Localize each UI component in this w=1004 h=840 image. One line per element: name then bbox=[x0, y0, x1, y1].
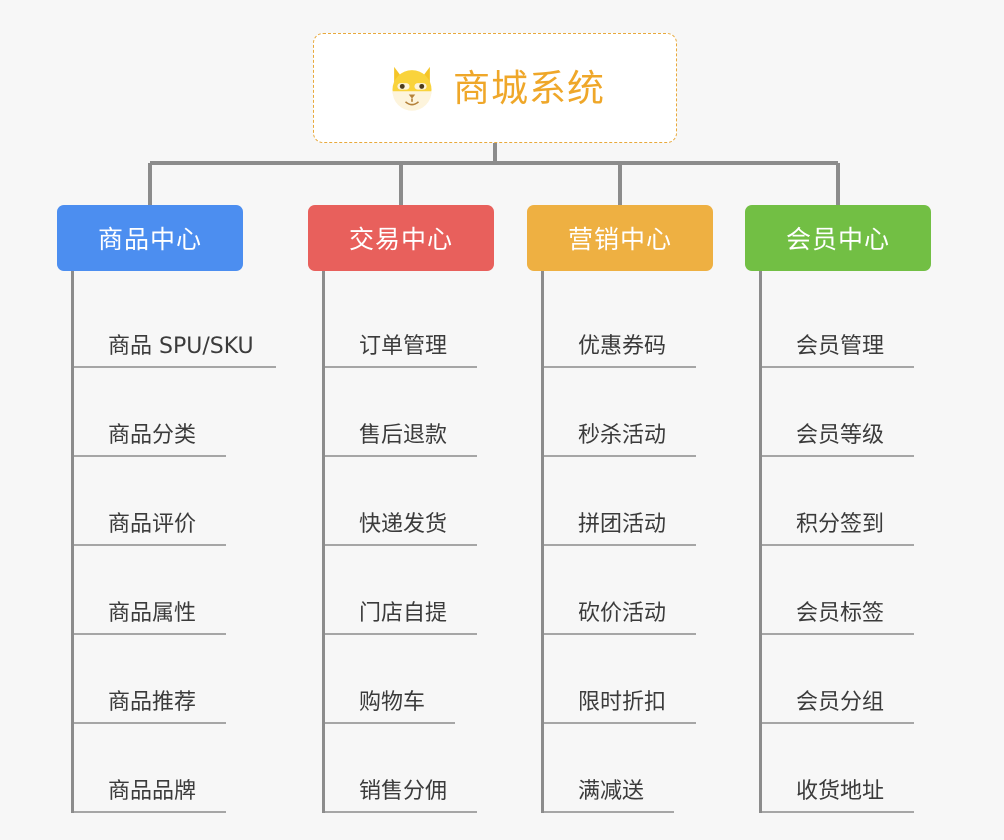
leaf-node[interactable]: 订单管理 bbox=[325, 279, 477, 368]
shiba-dog-face-icon bbox=[392, 66, 432, 111]
leaf-node[interactable]: 积分签到 bbox=[762, 457, 914, 546]
leaf-node-label: 会员标签 bbox=[796, 601, 885, 626]
leaf-node-label: 满减送 bbox=[578, 779, 645, 804]
leaf-node-label: 拼团活动 bbox=[578, 512, 667, 537]
leaf-node-label: 秒杀活动 bbox=[578, 423, 667, 448]
column-body-marketing-center: 优惠券码秒杀活动拼团活动砍价活动限时折扣满减送 bbox=[541, 271, 713, 813]
leaf-node[interactable]: 满减送 bbox=[544, 724, 674, 813]
leaf-node-label: 商品属性 bbox=[108, 601, 197, 626]
leaf-node-label: 订单管理 bbox=[359, 334, 448, 359]
leaf-node-label: 限时折扣 bbox=[578, 690, 667, 715]
leaf-node[interactable]: 会员分组 bbox=[762, 635, 914, 724]
leaf-node[interactable]: 销售分佣 bbox=[325, 724, 477, 813]
leaf-node-label: 收货地址 bbox=[796, 779, 885, 804]
leaf-node[interactable]: 商品品牌 bbox=[74, 724, 226, 813]
page-title: 商城系统 bbox=[453, 66, 605, 110]
column-header-product-center[interactable]: 商品中心 bbox=[57, 205, 243, 271]
leaf-node-label: 积分签到 bbox=[796, 512, 885, 537]
leaf-node-label: 商品品牌 bbox=[108, 779, 197, 804]
leaf-node[interactable]: 会员标签 bbox=[762, 546, 914, 635]
root-node[interactable]: 商城系统 bbox=[313, 33, 677, 143]
leaf-node-label: 销售分佣 bbox=[359, 779, 448, 804]
leaf-node-label: 商品评价 bbox=[108, 512, 197, 537]
leaf-node-label: 商品 SPU/SKU bbox=[108, 334, 254, 359]
leaf-node-label: 商品分类 bbox=[108, 423, 197, 448]
leaf-node-label: 会员等级 bbox=[796, 423, 885, 448]
leaf-node[interactable]: 商品 SPU/SKU bbox=[74, 279, 276, 368]
leaf-node-label: 会员管理 bbox=[796, 334, 885, 359]
leaf-node[interactable]: 购物车 bbox=[325, 635, 455, 724]
leaf-node[interactable]: 商品推荐 bbox=[74, 635, 226, 724]
leaf-node[interactable]: 秒杀活动 bbox=[544, 368, 696, 457]
leaf-node-label: 商品推荐 bbox=[108, 690, 197, 715]
leaf-node[interactable]: 砍价活动 bbox=[544, 546, 696, 635]
column-product-center: 商品中心商品 SPU/SKU 商品分类商品评价商品属性商品推荐商品品牌 bbox=[57, 205, 276, 813]
column-header-marketing-center[interactable]: 营销中心 bbox=[527, 205, 713, 271]
leaf-node[interactable]: 会员管理 bbox=[762, 279, 914, 368]
leaf-node[interactable]: 收货地址 bbox=[762, 724, 914, 813]
leaf-node[interactable]: 优惠券码 bbox=[544, 279, 696, 368]
column-body-trade-center: 订单管理售后退款快递发货门店自提购物车销售分佣 bbox=[322, 271, 494, 813]
column-trade-center: 交易中心订单管理售后退款快递发货门店自提购物车销售分佣 bbox=[308, 205, 494, 813]
leaf-node[interactable]: 商品分类 bbox=[74, 368, 226, 457]
leaf-node[interactable]: 商品属性 bbox=[74, 546, 226, 635]
leaf-node[interactable]: 拼团活动 bbox=[544, 457, 696, 546]
leaf-node[interactable]: 门店自提 bbox=[325, 546, 477, 635]
leaf-node-label: 门店自提 bbox=[359, 601, 448, 626]
leaf-node-label: 售后退款 bbox=[359, 423, 448, 448]
leaf-node-label: 快递发货 bbox=[359, 512, 448, 537]
column-body-member-center: 会员管理会员等级积分签到会员标签会员分组收货地址 bbox=[759, 271, 931, 813]
column-marketing-center: 营销中心优惠券码秒杀活动拼团活动砍价活动限时折扣满减送 bbox=[527, 205, 713, 813]
leaf-node[interactable]: 会员等级 bbox=[762, 368, 914, 457]
leaf-node[interactable]: 限时折扣 bbox=[544, 635, 696, 724]
leaf-node[interactable]: 商品评价 bbox=[74, 457, 226, 546]
leaf-node-label: 会员分组 bbox=[796, 690, 885, 715]
leaf-node-label: 砍价活动 bbox=[578, 601, 667, 626]
leaf-node-label: 优惠券码 bbox=[578, 334, 667, 359]
leaf-node[interactable]: 售后退款 bbox=[325, 368, 477, 457]
column-member-center: 会员中心会员管理会员等级积分签到会员标签会员分组收货地址 bbox=[745, 205, 931, 813]
leaf-node[interactable]: 快递发货 bbox=[325, 457, 477, 546]
leaf-node-label: 购物车 bbox=[359, 690, 426, 715]
column-header-trade-center[interactable]: 交易中心 bbox=[308, 205, 494, 271]
column-body-product-center: 商品 SPU/SKU 商品分类商品评价商品属性商品推荐商品品牌 bbox=[71, 271, 276, 813]
column-header-member-center[interactable]: 会员中心 bbox=[745, 205, 931, 271]
root-to-bus-connector bbox=[148, 143, 840, 205]
